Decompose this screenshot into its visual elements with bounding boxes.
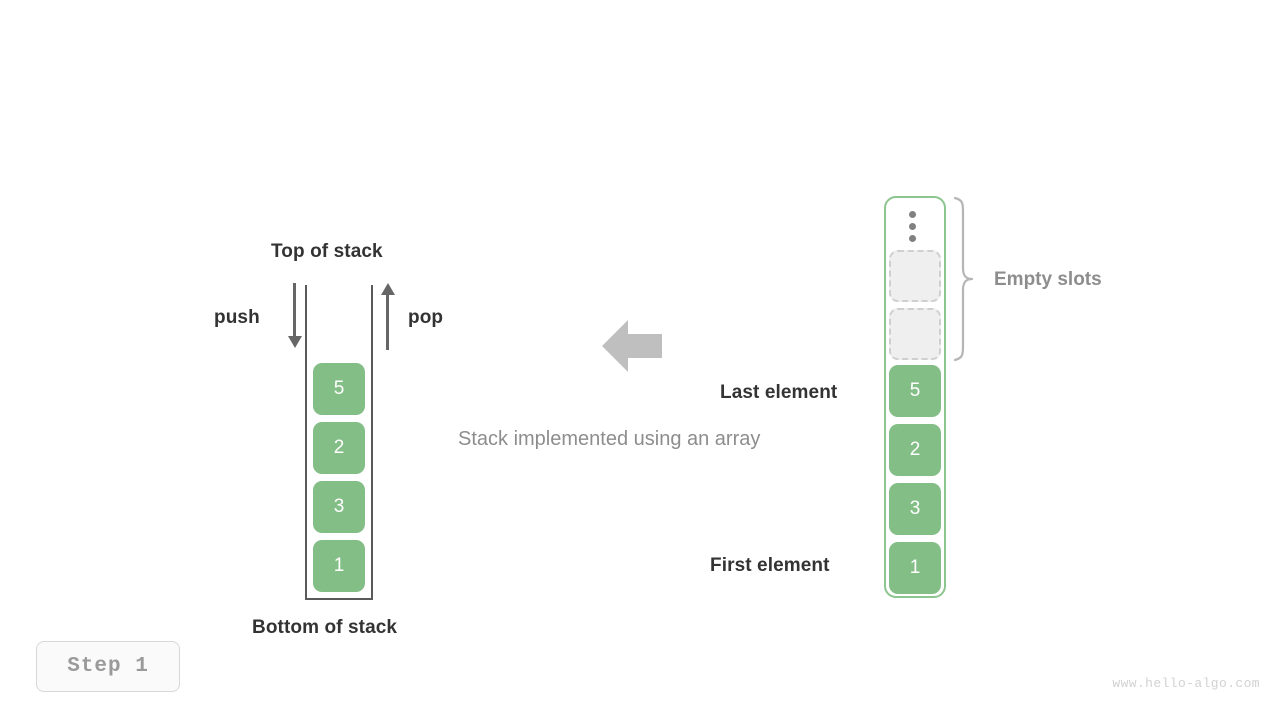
stack-element[interactable]: 5: [313, 363, 365, 415]
empty-slots-label: Empty slots: [994, 269, 1102, 290]
step-badge-label: Step 1: [67, 655, 149, 678]
array-element[interactable]: 2: [889, 424, 941, 476]
stack-element[interactable]: 3: [313, 481, 365, 533]
watermark: www.hello-algo.com: [1112, 676, 1260, 691]
array-element[interactable]: 1: [889, 542, 941, 594]
empty-slots-brace: [953, 196, 974, 362]
left-arrow-icon: [602, 320, 662, 372]
diagram-caption: Stack implemented using an array: [458, 428, 761, 450]
array-empty-slot[interactable]: [889, 308, 941, 360]
bottom-of-stack-label: Bottom of stack: [252, 617, 398, 638]
stack-floor: [305, 598, 373, 600]
pop-label: pop: [408, 307, 444, 328]
top-of-stack-label: Top of stack: [271, 241, 383, 262]
step-badge: Step 1: [36, 641, 180, 692]
array-element[interactable]: 3: [889, 483, 941, 535]
stack-container: 5 2 3 1: [305, 285, 373, 600]
stack-wall-left: [305, 285, 307, 600]
vertical-ellipsis-icon: [909, 211, 919, 243]
push-arrow: [288, 283, 302, 350]
array-element[interactable]: 5: [889, 365, 941, 417]
array-empty-slot[interactable]: [889, 250, 941, 302]
pop-arrow: [381, 283, 395, 350]
first-element-label: First element: [710, 555, 830, 576]
stack-element[interactable]: 1: [313, 540, 365, 592]
last-element-label: Last element: [720, 382, 838, 403]
array-container: 5 2 3 1: [884, 196, 946, 598]
stack-wall-right: [371, 285, 373, 600]
push-label: push: [214, 307, 260, 328]
stack-element[interactable]: 2: [313, 422, 365, 474]
